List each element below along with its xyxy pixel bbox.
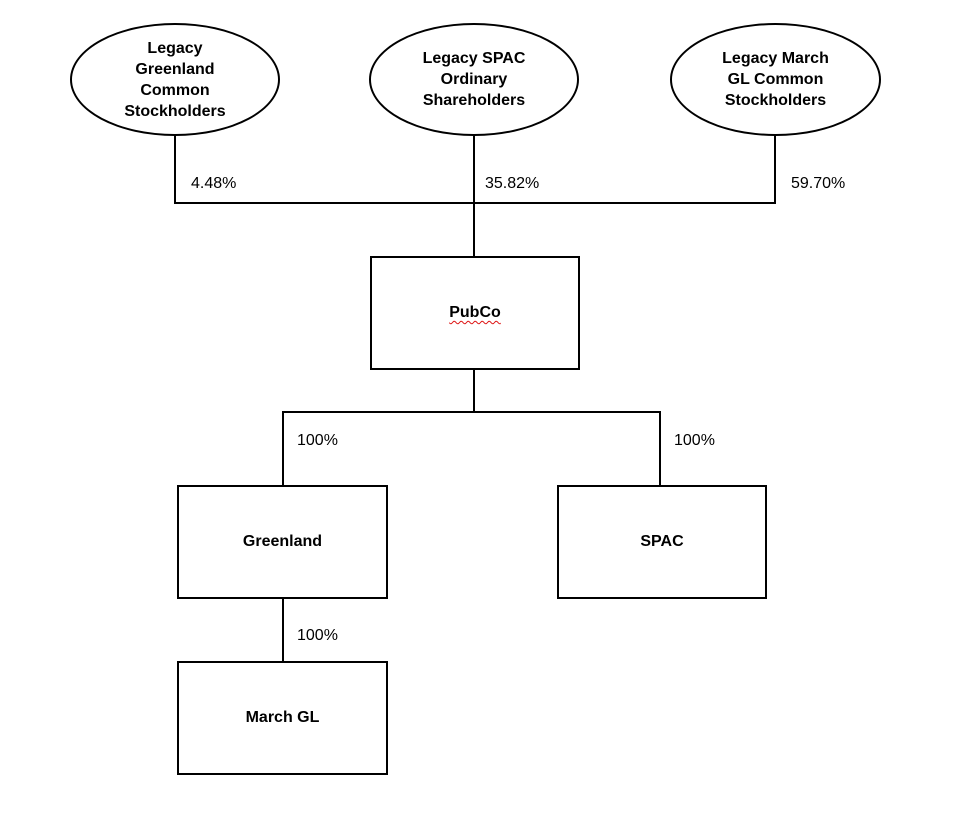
greenland-label: Greenland xyxy=(242,533,323,550)
legacy-greenland-holders-label: Legacy Greenland Common Stockholders xyxy=(124,39,226,120)
marchgl-holders-percent: 59.70% xyxy=(791,175,846,192)
greenland-ownership-percent: 100% xyxy=(297,432,338,449)
legacy-marchgl-holders-label: Legacy March GL Common Stockholders xyxy=(722,50,829,109)
greenland-holders-percent: 4.48% xyxy=(191,175,237,192)
greenland-node: Greenland xyxy=(177,485,388,599)
spac-ownership-percent: 100% xyxy=(674,432,715,449)
marchgl-ownership-percent: 100% xyxy=(297,627,338,644)
legacy-spac-holders-node: Legacy SPAC Ordinary Shareholders xyxy=(369,23,579,136)
pubco-node: PubCo xyxy=(370,256,580,370)
marchgl-node: March GL xyxy=(177,661,388,775)
legacy-greenland-holders-node: Legacy Greenland Common Stockholders xyxy=(70,23,280,136)
spac-holders-percent: 35.82% xyxy=(485,175,540,192)
marchgl-label: March GL xyxy=(245,709,320,726)
legacy-marchgl-holders-node: Legacy March GL Common Stockholders xyxy=(670,23,881,136)
pubco-label: PubCo xyxy=(449,304,501,321)
legacy-spac-holders-label: Legacy SPAC Ordinary Shareholders xyxy=(422,50,526,109)
spac-label: SPAC xyxy=(640,533,684,550)
spac-node: SPAC xyxy=(557,485,767,599)
